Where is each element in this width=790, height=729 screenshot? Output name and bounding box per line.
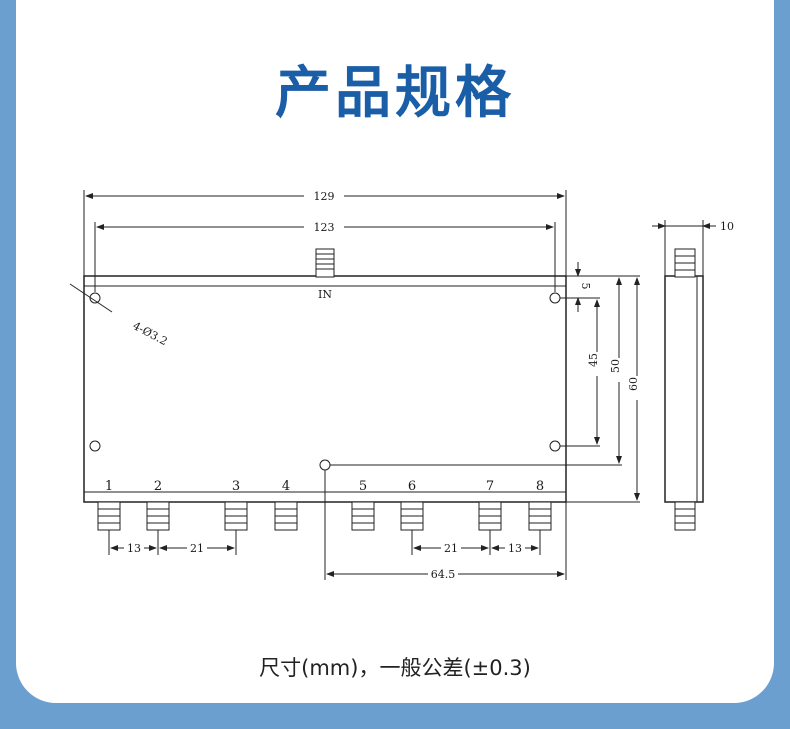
dim-pitch-left-1: 13 (127, 542, 141, 555)
output-port-5: 5 (351, 479, 375, 531)
dimension-caption: 尺寸(mm)，一般公差(±0.3) (259, 656, 531, 680)
output-port-1: 1 (97, 479, 121, 531)
mount-hole (549, 292, 561, 304)
side-view: 10 (652, 220, 734, 531)
bottom-dimensions: 13 21 21 13 64.5 (108, 470, 567, 581)
dim-hole-offset-top: 5 (579, 283, 592, 290)
front-view: IN 4-Ø3.2 (69, 248, 567, 503)
input-connector (315, 248, 335, 278)
input-label: IN (318, 288, 332, 301)
output-port-2: 2 (146, 479, 170, 531)
port-number: 3 (232, 479, 240, 494)
dim-overall-length: 129 (314, 190, 335, 203)
output-port-4: 4 (274, 479, 298, 531)
output-port-3: 3 (224, 479, 248, 531)
center-hole (319, 459, 331, 471)
output-port-6: 6 (400, 479, 424, 531)
page-title: 产品规格 (275, 61, 515, 126)
top-dimensions: 129 123 (83, 189, 567, 292)
dim-pitch-right-1: 21 (444, 542, 458, 555)
content-card (16, 0, 774, 703)
output-port-7: 7 (478, 479, 502, 531)
port-number: 5 (359, 479, 367, 494)
dim-center-to-edge: 64.5 (431, 568, 456, 581)
port-number: 7 (486, 479, 494, 494)
port-number: 8 (536, 479, 544, 494)
port-number: 6 (408, 479, 416, 494)
mount-hole (549, 440, 561, 452)
dim-pitch-left-2: 21 (190, 542, 204, 555)
right-dimensions: 5 45 50 60 (330, 262, 643, 503)
dim-overall-height: 60 (627, 377, 640, 391)
output-port-8: 8 (528, 479, 552, 531)
dim-hole-spacing-length: 123 (314, 221, 335, 234)
mount-hole (89, 292, 101, 304)
dim-pitch-right-2: 13 (508, 542, 522, 555)
dim-hole-spacing-height: 45 (587, 353, 600, 367)
dim-depth: 10 (720, 220, 734, 233)
mount-hole (89, 440, 101, 452)
hole-note: 4-Ø3.2 (131, 319, 170, 348)
port-number: 4 (282, 479, 290, 494)
port-number: 1 (105, 479, 113, 494)
dim-center-hole-height: 50 (609, 359, 622, 373)
output-connectors: 1 2 3 4 5 6 7 8 (97, 479, 552, 531)
port-number: 2 (154, 479, 162, 494)
